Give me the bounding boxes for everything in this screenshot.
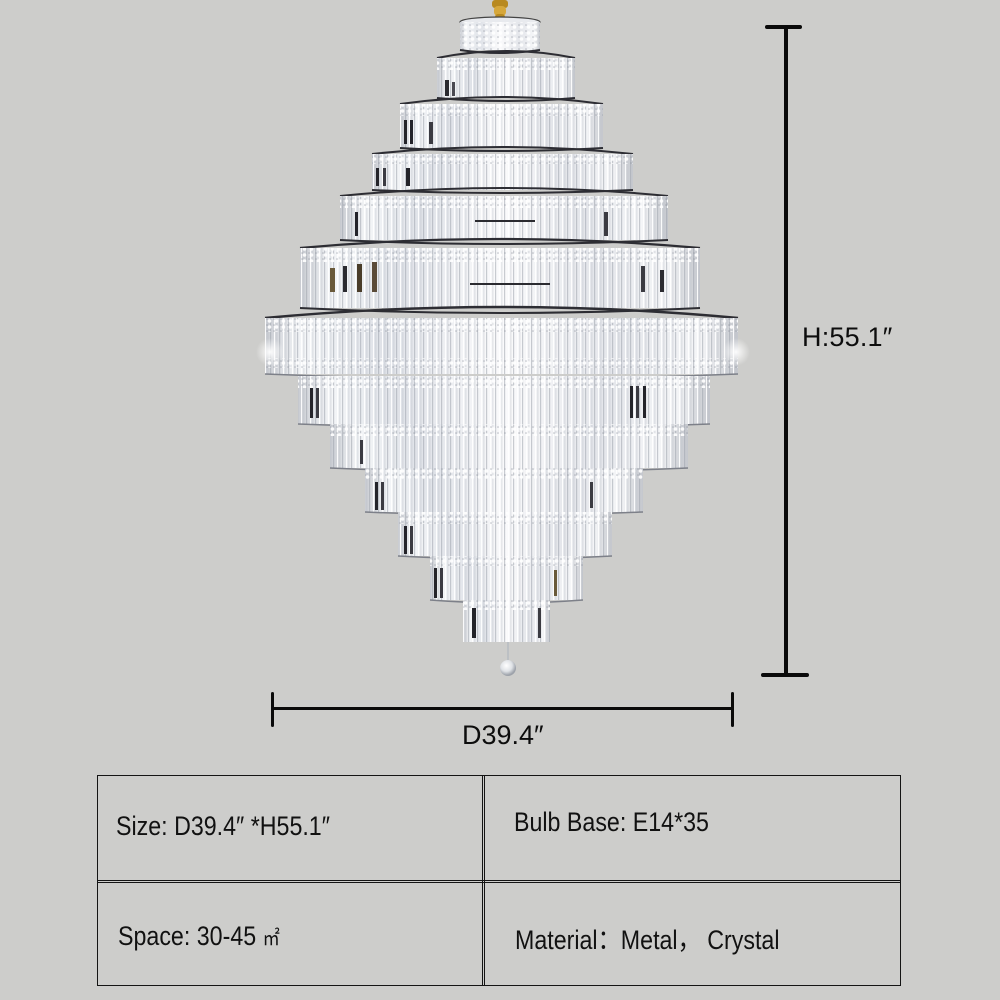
diameter-dimension-line	[272, 707, 734, 710]
pendant-ball-icon	[500, 660, 516, 676]
height-dimension-cap-bottom	[761, 673, 809, 677]
spec-material-label: Material：	[515, 925, 621, 955]
spec-material-value: Metal， Crystal	[620, 925, 780, 955]
spec-cell-space: Space: 30-45 ㎡	[118, 921, 280, 952]
height-dimension-label: H:55.1″	[802, 322, 893, 352]
spec-size-value: D39.4″ *H55.1″	[174, 811, 330, 841]
spec-cell-bulb-base: Bulb Base: E14*35	[514, 807, 709, 838]
spec-size-label: Size:	[116, 811, 168, 841]
spec-space-value: 30-45	[196, 921, 257, 951]
height-dimension-cap-top	[765, 25, 802, 29]
spec-cell-size: Size: D39.4″ *H55.1″	[116, 811, 330, 842]
spec-space-unit: ㎡	[262, 928, 280, 950]
spec-table-row-divider	[97, 880, 901, 883]
spec-table-column-divider	[482, 776, 485, 985]
spec-cell-material: Material：Metal， Crystal	[515, 918, 780, 957]
spec-bulb-base-label: Bulb Base:	[514, 807, 627, 837]
height-dimension-line	[784, 27, 788, 675]
diameter-dimension-label: D39.4″	[462, 720, 544, 750]
spec-table: Size: D39.4″ *H55.1″ Bulb Base: E14*35 S…	[97, 775, 901, 986]
spec-space-label: Space:	[118, 921, 191, 951]
spec-bulb-base-value: E14*35	[632, 807, 709, 837]
chandelier-image	[256, 0, 750, 676]
diameter-dimension-cap-right	[731, 692, 734, 727]
